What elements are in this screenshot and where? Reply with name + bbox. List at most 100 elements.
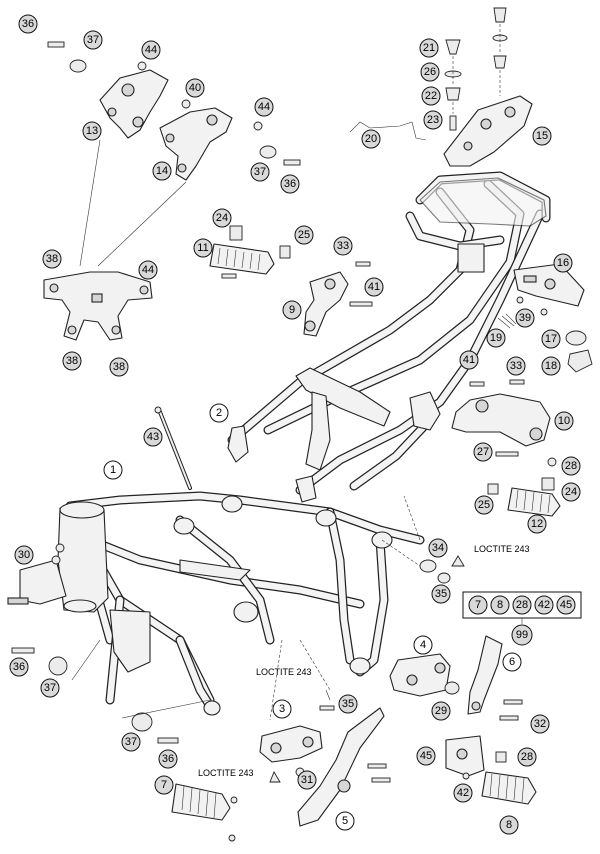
callout-14[interactable]: 14 [152, 161, 172, 181]
callout-3[interactable]: 3 [272, 699, 292, 719]
svg-text:38: 38 [113, 361, 125, 373]
svg-text:45: 45 [560, 599, 572, 611]
callout-34[interactable]: 34 [428, 538, 448, 558]
kit-item-45[interactable]: 45 [556, 595, 576, 615]
bushing-37-top [69, 59, 277, 159]
callout-24[interactable]: 24 [561, 482, 581, 502]
callout-8[interactable]: 8 [499, 815, 519, 835]
callout-35[interactable]: 35 [338, 694, 358, 714]
axle-rod-43 [154, 406, 192, 490]
svg-text:37: 37 [254, 166, 266, 178]
svg-text:37: 37 [44, 682, 56, 694]
callout-17[interactable]: 17 [541, 329, 561, 349]
callout-11[interactable]: 11 [193, 238, 213, 258]
callout-38[interactable]: 38 [62, 351, 82, 371]
svg-text:5: 5 [342, 815, 348, 827]
callout-6[interactable]: 6 [502, 652, 522, 672]
callout-35[interactable]: 35 [431, 584, 451, 604]
svg-text:4: 4 [420, 639, 426, 651]
bracket-9 [303, 261, 373, 337]
svg-text:20: 20 [365, 133, 377, 145]
callout-36[interactable]: 36 [158, 749, 178, 769]
svg-text:22: 22 [425, 90, 437, 102]
callout-36[interactable]: 36 [9, 657, 29, 677]
svg-text:37: 37 [125, 736, 137, 748]
callout-13[interactable]: 13 [82, 121, 102, 141]
callout-39[interactable]: 39 [515, 308, 535, 328]
svg-text:23: 23 [427, 114, 439, 126]
callout-2[interactable]: 2 [209, 403, 229, 423]
callout-43[interactable]: 43 [143, 427, 163, 447]
callout-33[interactable]: 33 [506, 356, 526, 376]
callout-25[interactable]: 25 [294, 225, 314, 245]
svg-text:33: 33 [510, 360, 522, 372]
loctite-note: LOCTITE 243 [198, 768, 254, 778]
callout-28[interactable]: 28 [517, 747, 537, 767]
callout-20[interactable]: 20 [361, 129, 381, 149]
kit-item-28[interactable]: 28 [512, 595, 532, 615]
callout-31[interactable]: 31 [297, 770, 317, 790]
svg-text:43: 43 [147, 431, 159, 443]
callout-42[interactable]: 42 [453, 783, 473, 803]
callout-44[interactable]: 44 [254, 97, 274, 117]
callout-41[interactable]: 41 [459, 350, 479, 370]
callout-10[interactable]: 10 [554, 411, 574, 431]
callout-5[interactable]: 5 [335, 811, 355, 831]
callout-38[interactable]: 38 [109, 357, 129, 377]
callout-9[interactable]: 9 [282, 300, 302, 320]
callout-16[interactable]: 16 [553, 253, 573, 273]
svg-text:45: 45 [420, 750, 432, 762]
callout-32[interactable]: 32 [530, 714, 550, 734]
callout-24[interactable]: 24 [212, 208, 232, 228]
callout-44[interactable]: 44 [141, 40, 161, 60]
callout-40[interactable]: 40 [185, 78, 205, 98]
svg-text:7: 7 [475, 599, 481, 611]
callout-33[interactable]: 33 [333, 236, 353, 256]
callout-37[interactable]: 37 [40, 678, 60, 698]
callout-25[interactable]: 25 [474, 495, 494, 515]
callout-19[interactable]: 19 [486, 328, 506, 348]
callout-36[interactable]: 36 [280, 174, 300, 194]
subframe-2 [227, 171, 551, 503]
holder-16 [513, 263, 585, 307]
callout-30[interactable]: 30 [14, 545, 34, 565]
callout-29[interactable]: 29 [431, 701, 451, 721]
svg-text:36: 36 [284, 178, 296, 190]
loctite-note: LOCTITE 243 [474, 544, 530, 554]
footrest-bracket-4 [389, 653, 460, 697]
callout-37[interactable]: 37 [250, 162, 270, 182]
callout-28[interactable]: 28 [561, 456, 581, 476]
kit-total-99[interactable]: 99 [511, 624, 533, 646]
callout-21[interactable]: 21 [419, 38, 439, 58]
kit-item-8[interactable]: 8 [490, 595, 510, 615]
svg-text:10: 10 [558, 415, 570, 427]
callout-45[interactable]: 45 [416, 746, 436, 766]
svg-text:34: 34 [432, 542, 444, 554]
callout-44[interactable]: 44 [138, 260, 158, 280]
svg-text:16: 16 [557, 257, 569, 269]
callout-38[interactable]: 38 [42, 249, 62, 269]
svg-text:1: 1 [110, 464, 116, 476]
kit-item-42[interactable]: 42 [534, 595, 554, 615]
callout-36[interactable]: 36 [18, 14, 38, 34]
callout-26[interactable]: 26 [420, 62, 440, 82]
svg-text:29: 29 [435, 705, 447, 717]
callout-12[interactable]: 12 [527, 514, 547, 534]
kit-item-7[interactable]: 7 [468, 595, 488, 615]
callout-37[interactable]: 37 [121, 732, 141, 752]
callout-27[interactable]: 27 [473, 442, 493, 462]
svg-text:37: 37 [87, 34, 99, 46]
svg-text:12: 12 [531, 518, 543, 530]
bracket-13 [99, 69, 169, 139]
callout-1[interactable]: 1 [103, 460, 123, 480]
brake-pedal-6 [467, 635, 523, 721]
callout-15[interactable]: 15 [532, 126, 552, 146]
callout-7[interactable]: 7 [154, 775, 174, 795]
callout-22[interactable]: 22 [421, 86, 441, 106]
callout-23[interactable]: 23 [423, 110, 443, 130]
svg-text:28: 28 [565, 460, 577, 472]
callout-4[interactable]: 4 [413, 635, 433, 655]
callout-18[interactable]: 18 [541, 356, 561, 376]
callout-37[interactable]: 37 [83, 30, 103, 50]
callout-41[interactable]: 41 [364, 277, 384, 297]
